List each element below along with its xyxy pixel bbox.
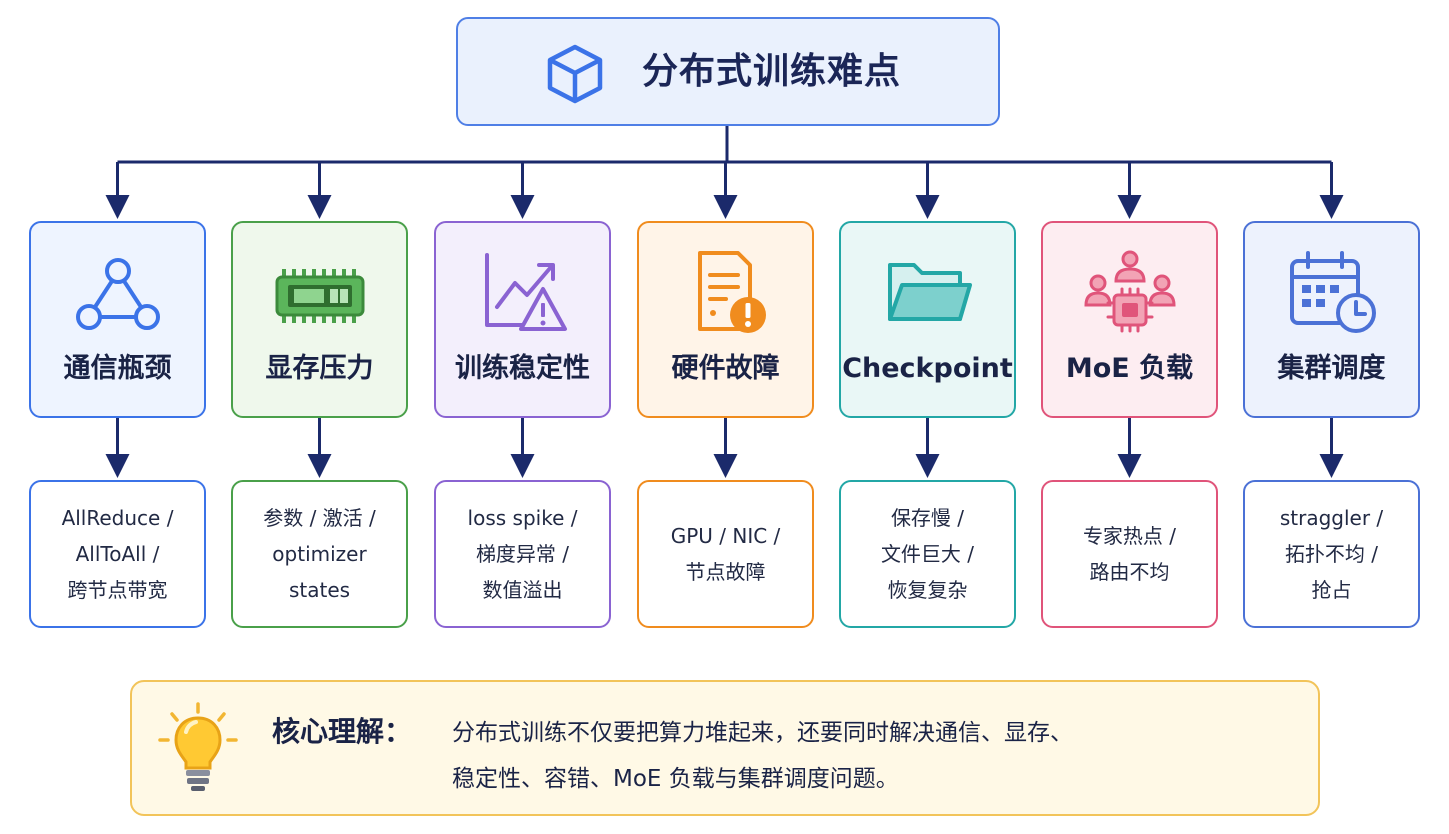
detail-line: AllReduce / — [61, 506, 174, 530]
category-label: 硬件故障 — [671, 353, 780, 384]
calendar-clock-icon — [1290, 251, 1376, 333]
cube-icon — [547, 44, 603, 104]
category-label: 集群调度 — [1277, 353, 1386, 384]
detail-line: 参数 / 激活 / — [263, 506, 376, 530]
chart-warning-icon — [485, 253, 567, 331]
detail-card-moe: 专家热点 / 路由不均 — [1041, 480, 1218, 628]
detail-card-memory: 参数 / 激活 / optimizer states — [231, 480, 408, 628]
experts-chip-icon — [1084, 250, 1176, 333]
detail-line: optimizer — [272, 542, 367, 566]
insight-box: 核心理解： 分布式训练不仅要把算力堆起来，还要同时解决通信、显存、 稳定性、容错… — [130, 680, 1320, 816]
detail-card-scheduling: straggler / 拓扑不均 / 抢占 — [1243, 480, 1420, 628]
memory-chip-icon — [275, 269, 365, 323]
detail-line: GPU / NIC / — [670, 524, 781, 548]
lightbulb-icon — [158, 702, 238, 791]
detail-line: 恢复复杂 — [887, 578, 968, 602]
category-label: 训练稳定性 — [455, 353, 590, 384]
detail-line: 数值溢出 — [482, 578, 563, 602]
detail-line: 跨节点带宽 — [67, 578, 168, 602]
network-triangle-icon — [76, 258, 160, 330]
category-card-hardware: 硬件故障 — [637, 221, 814, 418]
category-card-stability: 训练稳定性 — [434, 221, 611, 418]
detail-card-stability: loss spike / 梯度异常 / 数值溢出 — [434, 480, 611, 628]
folder-icon — [888, 263, 972, 321]
detail-line: 路由不均 — [1089, 560, 1170, 584]
detail-line: states — [288, 578, 351, 602]
document-alert-icon — [698, 251, 766, 333]
detail-line: AllToAll / — [75, 542, 160, 566]
category-label: MoE 负载 — [1065, 353, 1194, 384]
detail-line: straggler / — [1279, 506, 1384, 530]
category-label: Checkpoint — [842, 353, 1013, 384]
detail-card-communication: AllReduce / AllToAll / 跨节点带宽 — [29, 480, 206, 628]
detail-line: 文件巨大 / — [880, 542, 975, 566]
detail-card-hardware: GPU / NIC / 节点故障 — [637, 480, 814, 628]
category-card-scheduling: 集群调度 — [1243, 221, 1420, 418]
category-card-communication: 通信瓶颈 — [29, 221, 206, 418]
detail-line: 节点故障 — [685, 560, 766, 584]
insight-text-line: 分布式训练不仅要把算力堆起来，还要同时解决通信、显存、 — [452, 720, 1073, 746]
detail-line: 抢占 — [1311, 578, 1352, 602]
category-card-checkpoint: Checkpoint — [839, 221, 1016, 418]
detail-line: loss spike / — [467, 506, 578, 530]
category-card-memory: 显存压力 — [231, 221, 408, 418]
detail-line: 保存慢 / — [890, 506, 965, 530]
insight-text-line: 稳定性、容错、MoE 负载与集群调度问题。 — [452, 766, 899, 792]
page-title: 分布式训练难点 — [642, 51, 902, 92]
category-label: 显存压力 — [265, 353, 374, 384]
insight-label: 核心理解： — [272, 715, 413, 748]
title-box: 分布式训练难点 — [456, 17, 1000, 126]
detail-line: 拓扑不均 / — [1284, 542, 1379, 566]
detail-line: 专家热点 / — [1082, 524, 1177, 548]
detail-card-checkpoint: 保存慢 / 文件巨大 / 恢复复杂 — [839, 480, 1016, 628]
detail-line: 梯度异常 / — [475, 542, 570, 566]
category-label: 通信瓶颈 — [63, 353, 172, 384]
category-card-moe: MoE 负载 — [1041, 221, 1218, 418]
